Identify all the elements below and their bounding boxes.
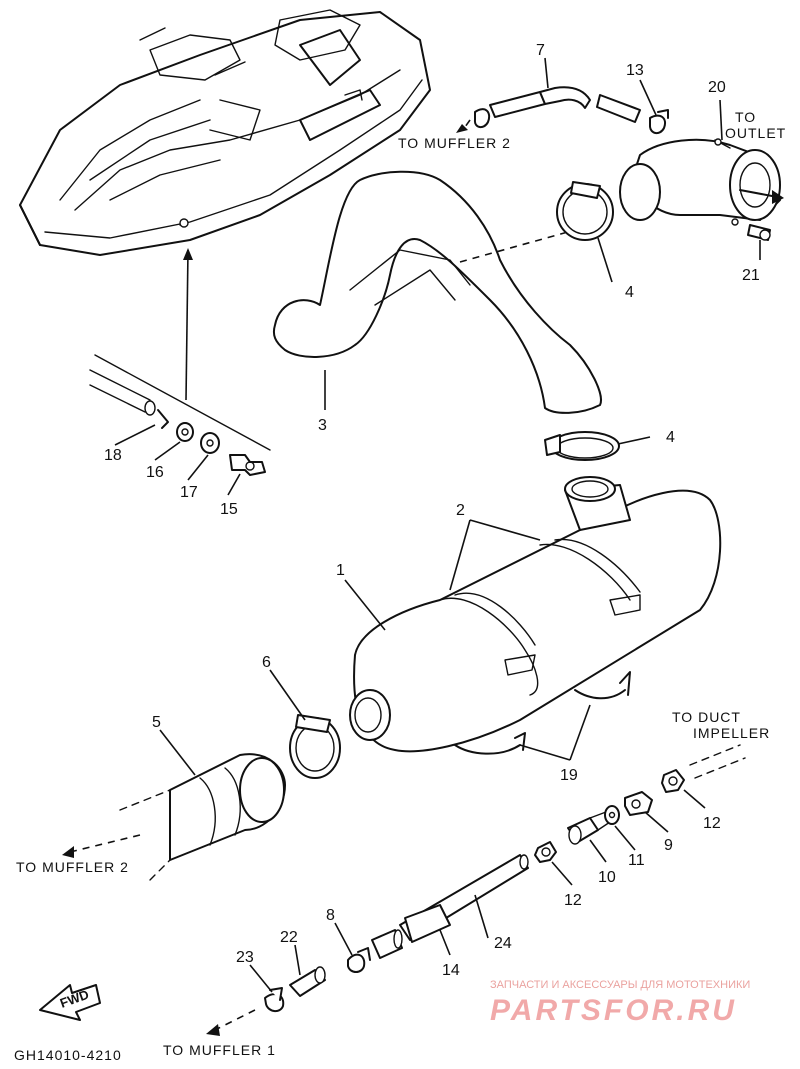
callout-24: 24 xyxy=(494,935,512,952)
callout-13: 13 xyxy=(626,62,644,79)
callout-20: 20 xyxy=(708,79,726,96)
callout-15: 15 xyxy=(220,501,238,518)
label-to-muffler-2-top: TO MUFFLER 2 xyxy=(398,135,511,151)
callout-10: 10 xyxy=(598,869,616,886)
callout-9: 9 xyxy=(664,837,673,854)
callout-21: 21 xyxy=(742,267,760,284)
callout-17: 17 xyxy=(180,484,198,501)
band-19 xyxy=(454,671,631,755)
callout-8: 8 xyxy=(326,907,335,924)
callout-4-lower: 4 xyxy=(666,429,675,446)
callout-4-upper: 4 xyxy=(625,284,634,301)
diagram-code: GH14010-4210 xyxy=(14,1047,122,1063)
fitting-10 xyxy=(567,811,611,845)
exhaust-pipe-3 xyxy=(272,170,602,414)
bolt-21 xyxy=(747,224,771,241)
callout-11: 11 xyxy=(628,852,645,869)
hose-clamp-6 xyxy=(289,714,341,779)
callout-12-lower: 12 xyxy=(564,892,582,909)
label-to-duct-1: TO DUCT xyxy=(672,709,741,725)
label-to-muffler-1: TO MUFFLER 1 xyxy=(163,1042,276,1058)
callout-14: 14 xyxy=(442,962,460,979)
callout-7: 7 xyxy=(536,42,545,59)
muffler-1 xyxy=(349,476,722,753)
callout-1: 1 xyxy=(336,562,345,579)
callout-23: 23 xyxy=(236,949,254,966)
clamp-8 xyxy=(347,947,371,973)
clamp-7-left xyxy=(473,108,491,128)
label-to-outlet-2: OUTLET xyxy=(725,125,786,141)
label-to-outlet-1: TO xyxy=(735,109,756,125)
watermark: ЗАПЧАСТИ И АКСЕССУАРЫ ДЛЯ МОТОТЕХНИКИ PA… xyxy=(490,979,750,1027)
callout-2: 2 xyxy=(456,502,465,519)
label-to-duct-2: IMPELLER xyxy=(693,725,770,741)
callout-12-upper: 12 xyxy=(703,815,721,832)
fitting-9 xyxy=(624,791,653,816)
callout-22: 22 xyxy=(280,929,298,946)
label-to-muffler-2-left: TO MUFFLER 2 xyxy=(16,859,129,875)
nut-12-lower xyxy=(534,841,557,863)
leader-lines xyxy=(114,57,761,993)
water-hose-24 xyxy=(399,854,529,943)
watercraft-illustration xyxy=(19,9,431,256)
fitting-22 xyxy=(289,966,326,997)
nut-12-upper xyxy=(661,769,685,793)
hose-clamp-4-lower xyxy=(544,431,620,461)
callout-16: 16 xyxy=(146,464,164,481)
fwd-arrow-icon: FWD xyxy=(39,984,101,1021)
exhaust-hose-5 xyxy=(119,753,286,881)
joint-14 xyxy=(371,929,403,959)
washer-11 xyxy=(604,805,620,825)
callout-5: 5 xyxy=(152,714,161,731)
outlet-assembly-20 xyxy=(619,138,784,226)
callout-19: 19 xyxy=(560,767,578,784)
destination-labels: TO MUFFLER 2 TO OUTLET TO DUCT IMPELLER … xyxy=(16,109,786,1058)
duct-hose xyxy=(689,744,746,779)
watermark-brand: PARTSFOR.RU xyxy=(490,994,737,1027)
watermark-caption: ЗАПЧАСТИ И АКСЕССУАРЫ ДЛЯ МОТОТЕХНИКИ xyxy=(490,979,750,991)
callout-numbers: 7 13 20 4 21 3 4 2 1 6 5 19 12 9 11 10 1… xyxy=(104,42,760,979)
clamp-23 xyxy=(264,987,285,1012)
callout-18: 18 xyxy=(104,447,122,464)
clamp-13 xyxy=(649,109,669,134)
callout-3: 3 xyxy=(318,417,327,434)
callout-6: 6 xyxy=(262,654,271,671)
hose-clamp-4-upper xyxy=(556,181,614,241)
bilge-hose-fitting-detail xyxy=(89,354,271,476)
hose-7 xyxy=(489,86,641,123)
